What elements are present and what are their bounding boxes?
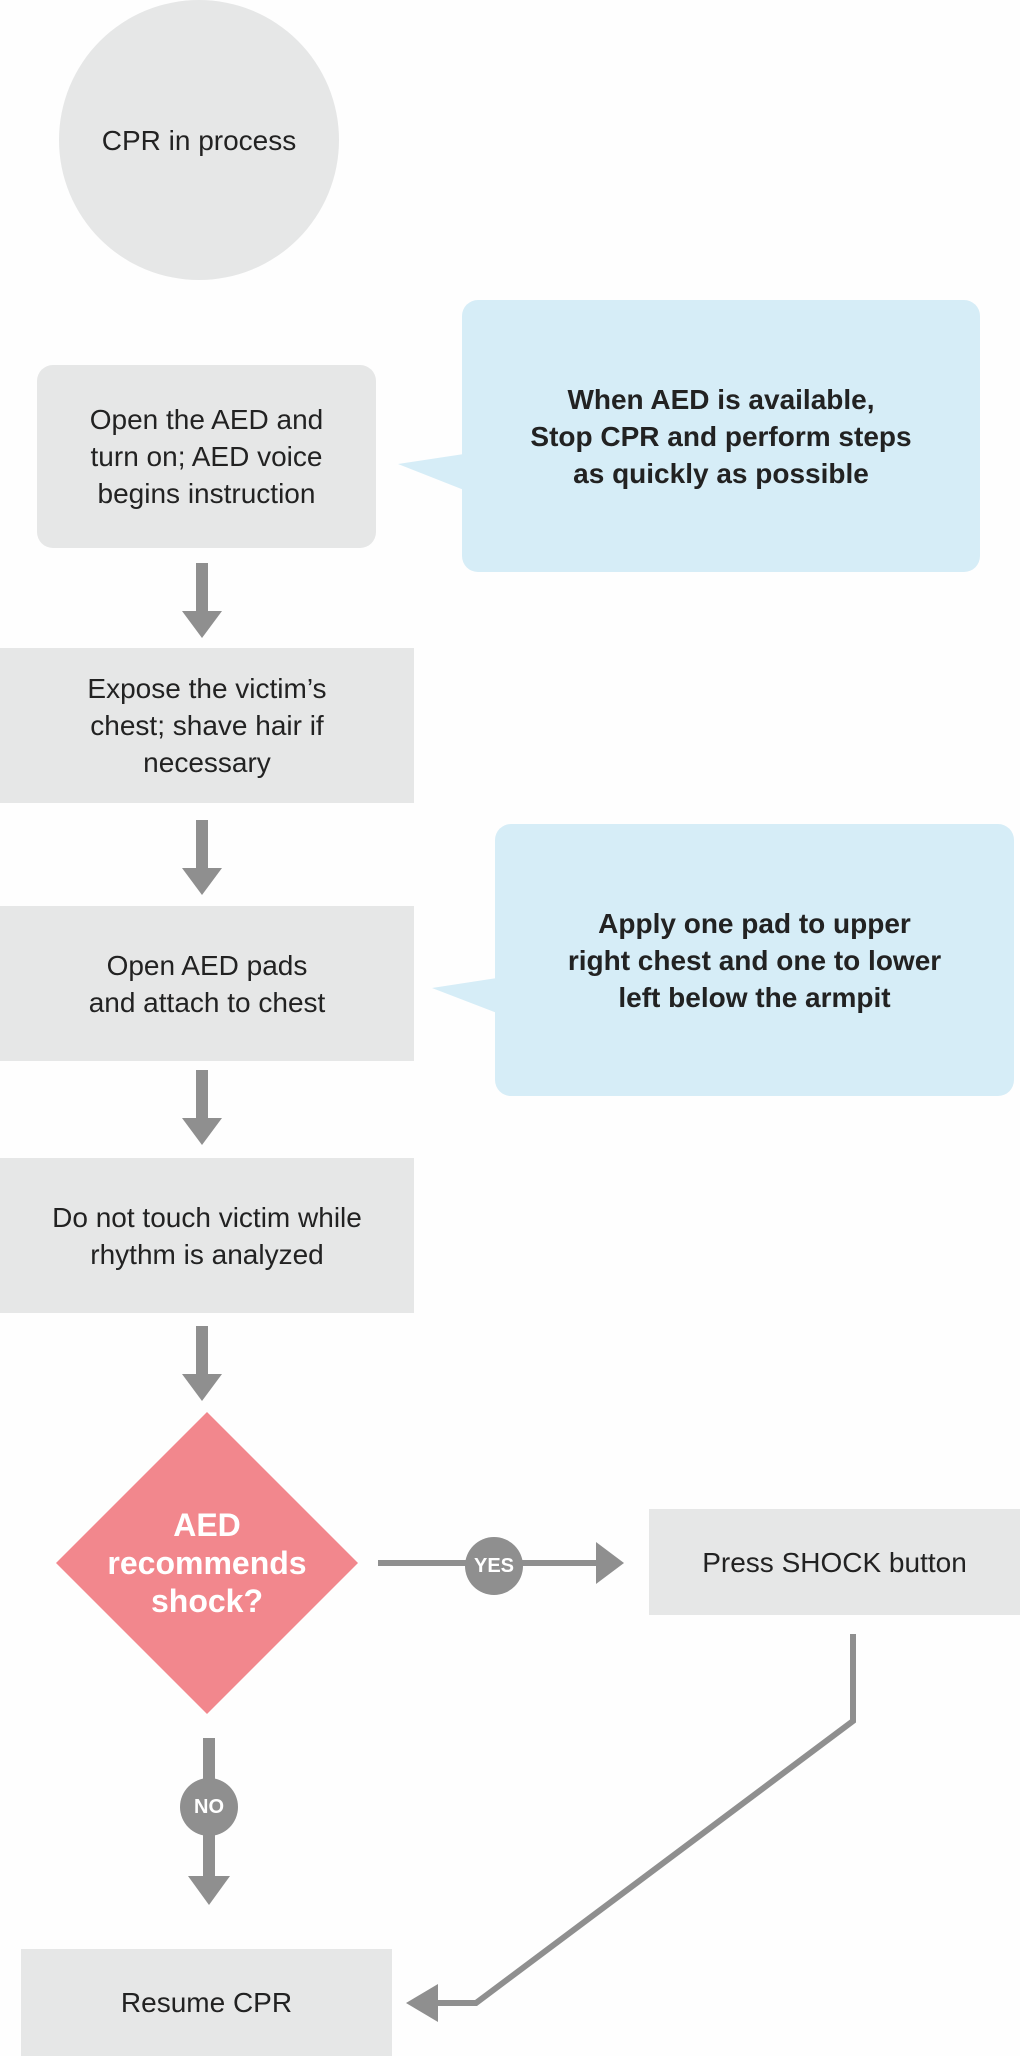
no-badge-label: NO	[194, 1795, 224, 1818]
arrow-down-3	[182, 1070, 222, 1145]
callout-pointer-2	[432, 978, 497, 1013]
callout-pad-placement-label: Apply one pad to upper right chest and o…	[567, 907, 942, 1013]
decision-diamond	[56, 1412, 358, 1714]
step-open-aed: Open the AED and turn on; AED voice begi…	[37, 365, 376, 548]
callout-aed-available-label: When AED is available, Stop CPR and perf…	[530, 383, 912, 489]
action-press-shock: Press SHOCK button	[649, 1509, 1020, 1615]
yes-badge: YES	[465, 1537, 523, 1595]
end-resume-cpr-label: Resume CPR	[120, 1987, 293, 2018]
arrow-down-4	[182, 1326, 222, 1401]
end-resume-cpr: Resume CPR	[21, 1949, 392, 2056]
step-attach-pads: Open AED pads and attach to chest	[0, 906, 414, 1061]
step-expose-chest-label: Expose the victim’s chest; shave hair if…	[87, 673, 327, 778]
step-analyze-rhythm: Do not touch victim while rhythm is anal…	[0, 1158, 414, 1313]
step-analyze-rhythm-label: Do not touch victim while rhythm is anal…	[52, 1201, 362, 1270]
no-badge: NO	[180, 1778, 238, 1836]
arrow-down-1	[182, 563, 222, 638]
start-node: CPR in process	[59, 0, 339, 280]
step-open-aed-label: Open the AED and turn on; AED voice begi…	[89, 404, 324, 509]
callout-aed-available: When AED is available, Stop CPR and perf…	[462, 300, 980, 572]
callout-pointer-1	[398, 454, 464, 490]
step-expose-chest: Expose the victim’s chest; shave hair if…	[0, 648, 414, 803]
shock-return-arrowhead	[406, 1984, 438, 2022]
shock-return-line	[436, 1634, 856, 2006]
yes-badge-label: YES	[473, 1554, 515, 1577]
callout-pad-placement: Apply one pad to upper right chest and o…	[495, 824, 1014, 1096]
decision-label: AED recommends shock?	[107, 1507, 307, 1619]
step-attach-pads-label: Open AED pads and attach to chest	[88, 949, 326, 1018]
action-press-shock-label: Press SHOCK button	[702, 1546, 967, 1578]
arrow-down-2	[182, 820, 222, 895]
start-node-label: CPR in process	[101, 124, 297, 156]
